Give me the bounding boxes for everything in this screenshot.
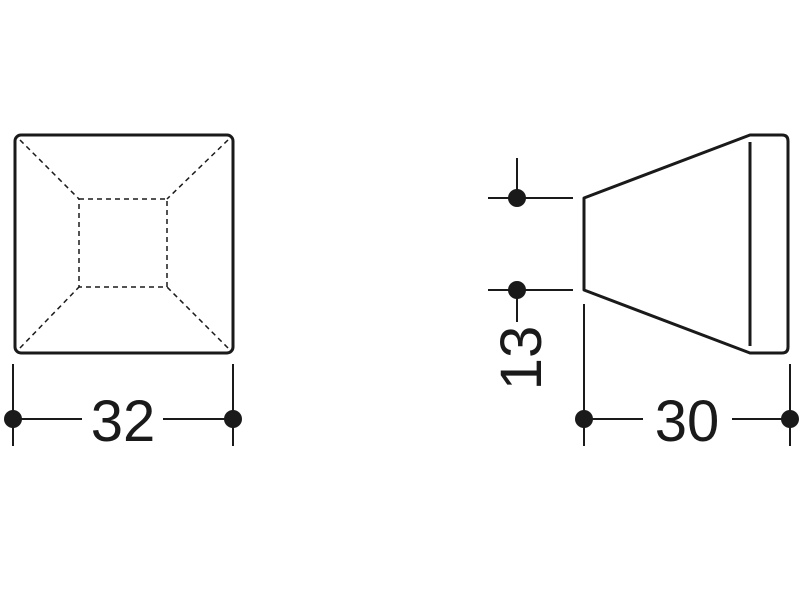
- depth-dimension-label: 30: [655, 389, 720, 454]
- front-view-inner-square: [78, 198, 168, 288]
- front-view: [13, 133, 235, 355]
- height-dimension: [488, 158, 573, 322]
- depth-endpoint-dot-left: [575, 410, 593, 428]
- side-view: [582, 133, 790, 355]
- front-view-diagonal-bottom-right: [166, 286, 229, 349]
- width-endpoint-dot-left: [4, 410, 22, 428]
- side-view-profile: [582, 133, 790, 355]
- depth-endpoint-dot-right: [781, 410, 799, 428]
- width-endpoint-dot-right: [224, 410, 242, 428]
- front-view-outline: [13, 133, 235, 355]
- width-dimension-label: 32: [91, 389, 156, 454]
- height-endpoint-dot-top: [508, 189, 526, 207]
- width-dimension: [4, 364, 242, 446]
- height-endpoint-dot-bottom: [508, 281, 526, 299]
- front-view-diagonal-top-left: [19, 139, 80, 200]
- front-view-diagonal-bottom-left: [19, 286, 80, 349]
- height-dimension-label: 13: [489, 326, 554, 391]
- depth-dimension: [575, 304, 799, 446]
- front-view-diagonal-top-right: [166, 139, 229, 200]
